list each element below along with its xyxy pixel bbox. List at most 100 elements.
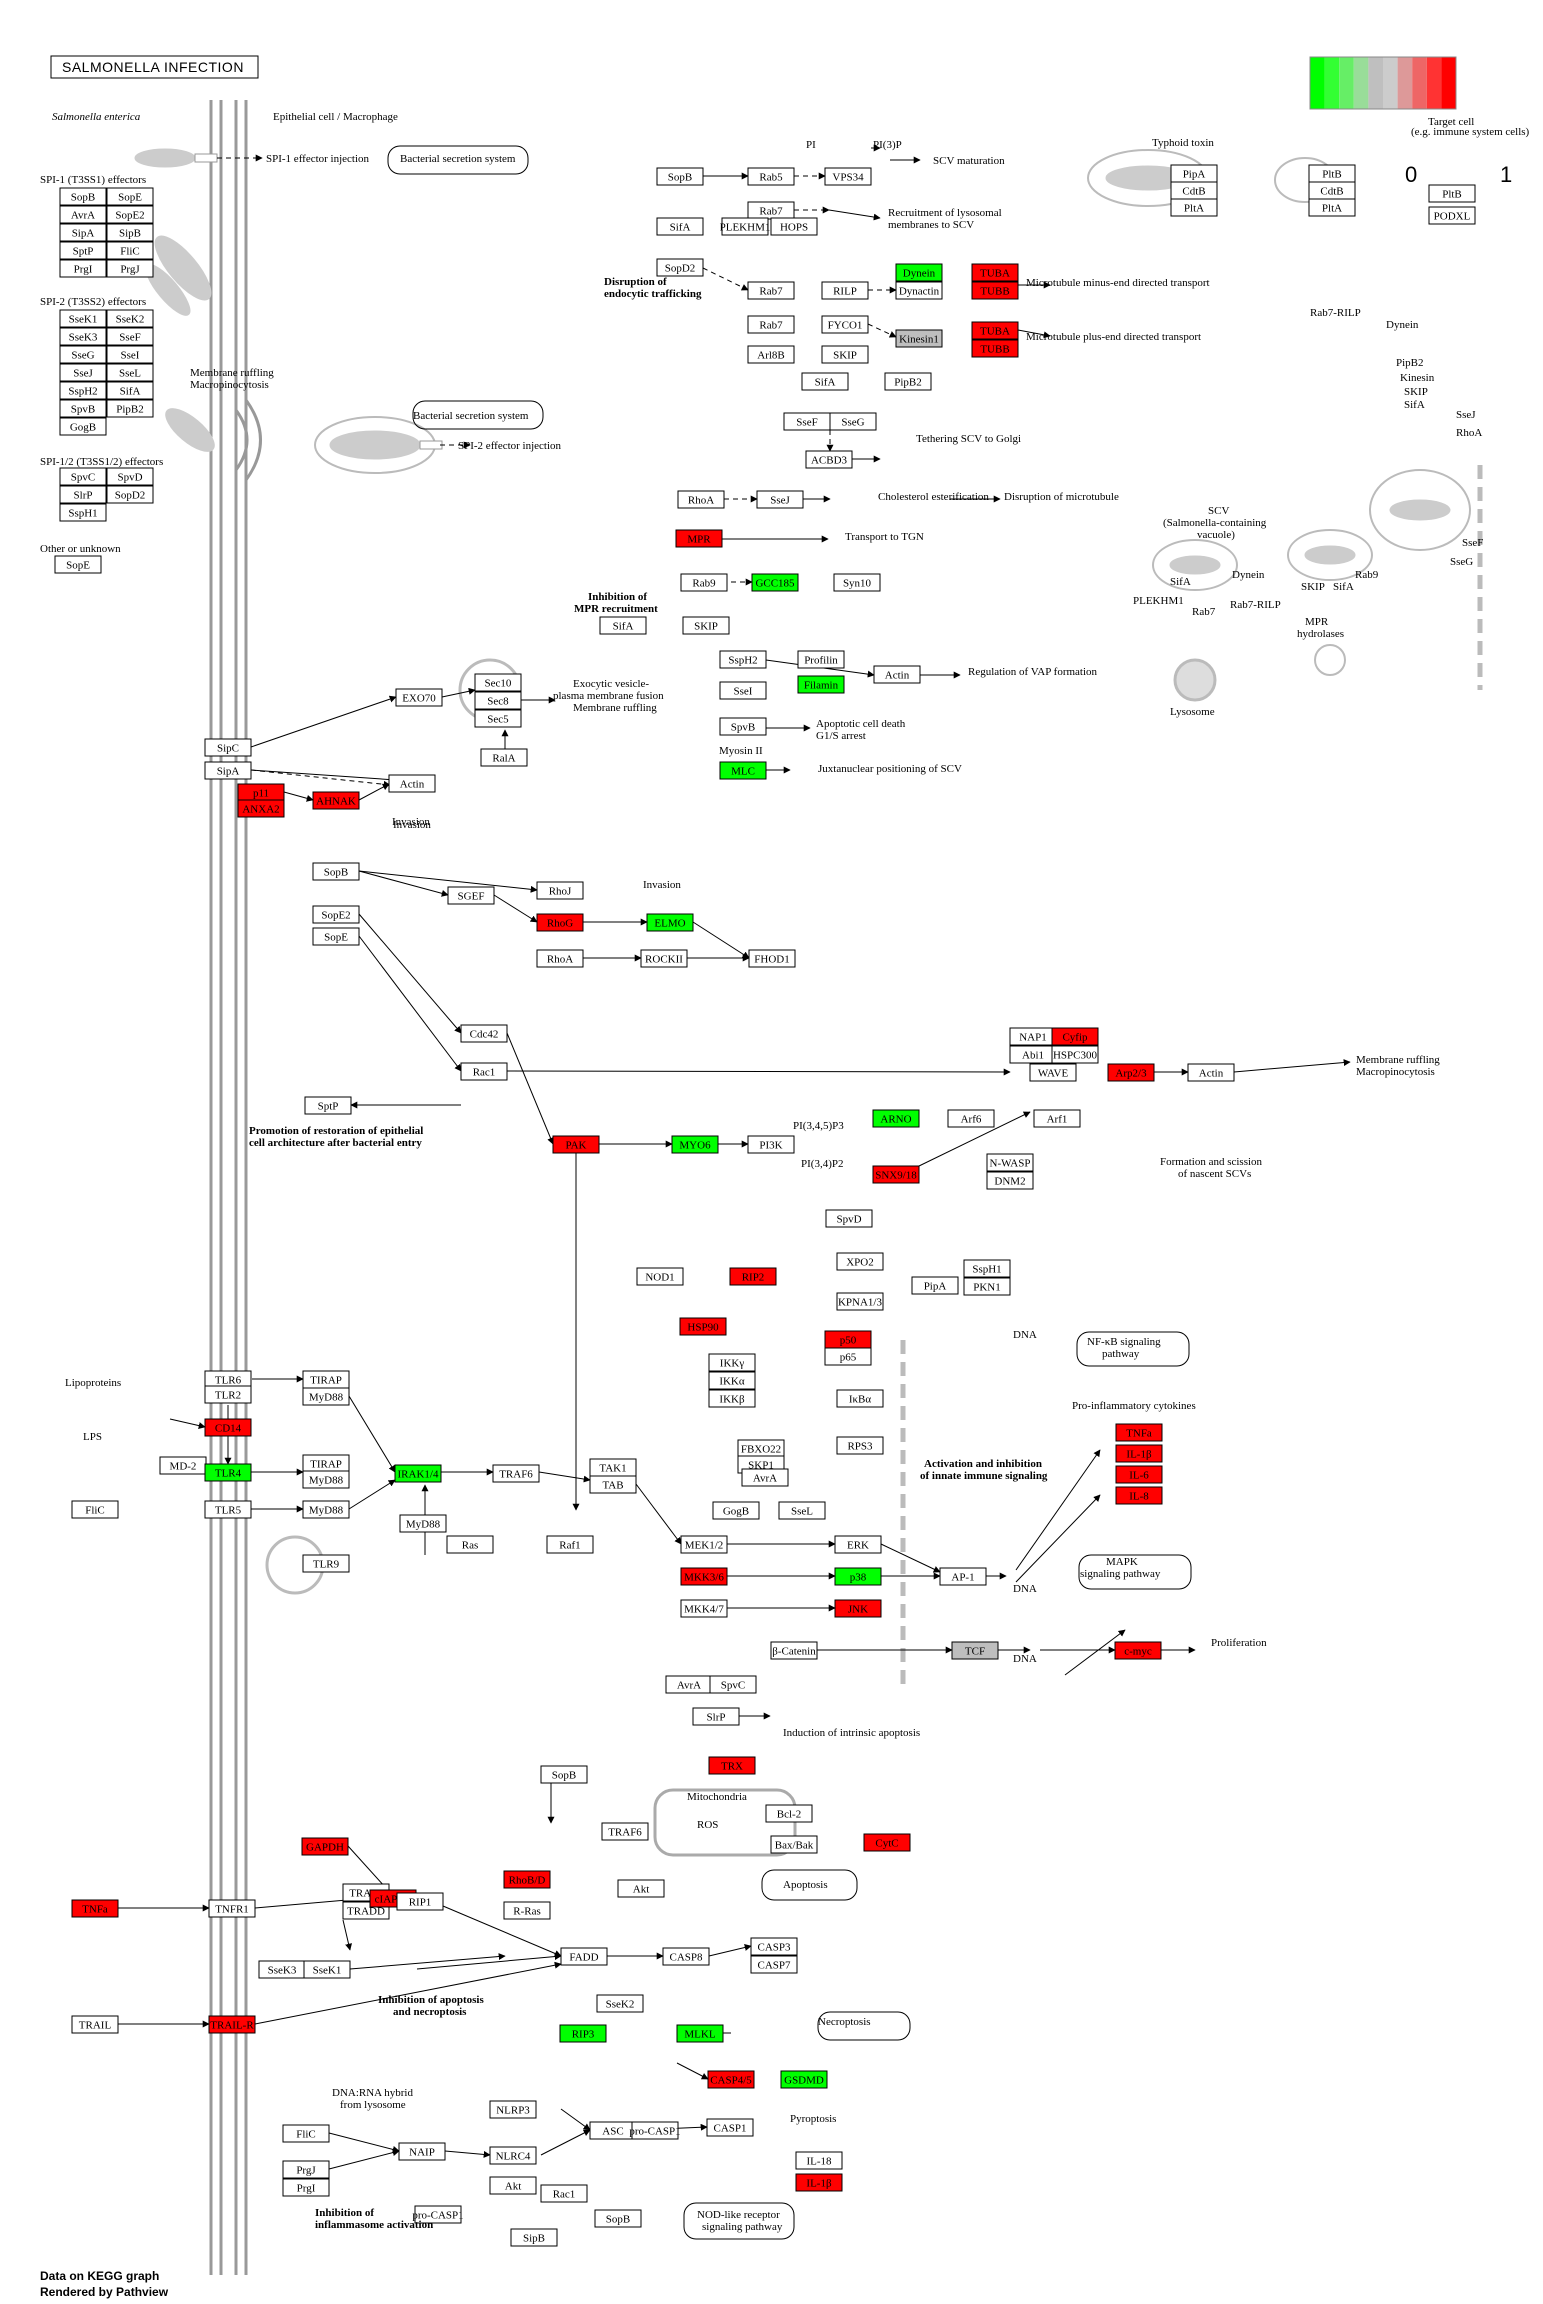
gene-node[interactable]: SspH1 xyxy=(963,1259,1011,1278)
gene-node[interactable]: FHOD1 xyxy=(748,949,796,968)
gene-node[interactable]: RhoG xyxy=(536,913,584,932)
gene-node[interactable]: SseG xyxy=(59,345,107,364)
gene-node[interactable]: p38 xyxy=(834,1567,882,1586)
gene-node[interactable]: HSP90 xyxy=(679,1317,727,1336)
gene-node[interactable]: β-Catenin xyxy=(770,1641,818,1660)
gene-node[interactable]: HOPS xyxy=(770,217,818,236)
gene-node[interactable]: GogB xyxy=(59,417,107,436)
gene-node[interactable]: SlrP xyxy=(692,1707,740,1726)
gene-node[interactable]: MD-2 xyxy=(159,1456,207,1475)
gene-node[interactable]: SspH1 xyxy=(59,503,107,522)
gene-node[interactable]: PKN1 xyxy=(963,1277,1011,1296)
gene-node[interactable]: SipC xyxy=(204,738,252,757)
gene-node[interactable]: IL-6 xyxy=(1115,1465,1163,1484)
gene-node[interactable]: EXO70 xyxy=(395,688,443,707)
gene-node[interactable]: SifA xyxy=(106,381,154,400)
gene-node[interactable]: IL-8 xyxy=(1115,1486,1163,1505)
gene-node[interactable]: FADD xyxy=(560,1947,608,1966)
gene-node[interactable]: SseL xyxy=(778,1501,826,1520)
gene-node[interactable]: SNX9/18 xyxy=(872,1165,920,1184)
gene-node[interactable]: SKIP xyxy=(682,616,730,635)
gene-node[interactable]: Rac1 xyxy=(460,1062,508,1081)
gene-node[interactable]: PipA xyxy=(911,1276,959,1295)
gene-node[interactable]: ANXA2 xyxy=(237,799,285,818)
gene-node[interactable]: PLEKHM1 xyxy=(720,217,771,236)
gene-node[interactable]: Rab5 xyxy=(747,167,795,186)
gene-node[interactable]: Raf1 xyxy=(546,1535,594,1554)
gene-node[interactable]: Akt xyxy=(489,2176,537,2195)
gene-node[interactable]: ASC xyxy=(589,2121,637,2140)
gene-node[interactable]: TUBB xyxy=(971,281,1019,300)
gene-node[interactable]: FliC xyxy=(282,2124,330,2143)
gene-node[interactable]: MLKL xyxy=(676,2024,724,2043)
gene-node[interactable]: TUBA xyxy=(971,263,1019,282)
gene-node[interactable]: ARNO xyxy=(872,1109,920,1128)
gene-node[interactable]: Actin xyxy=(1187,1063,1235,1082)
gene-node[interactable]: MyD88 xyxy=(302,1500,350,1519)
gene-node[interactable]: Arp2/3 xyxy=(1107,1063,1155,1082)
gene-node[interactable]: MYO6 xyxy=(671,1135,719,1154)
gene-node[interactable]: PltB xyxy=(1308,164,1356,183)
gene-node[interactable]: RalA xyxy=(480,748,528,767)
gene-node[interactable]: SopB xyxy=(594,2209,642,2228)
gene-node[interactable]: SopD2 xyxy=(656,258,704,277)
gene-node[interactable]: TNFR1 xyxy=(208,1899,256,1918)
gene-node[interactable]: Cdc42 xyxy=(460,1024,508,1043)
gene-node[interactable]: p11 xyxy=(237,783,285,802)
gene-node[interactable]: MyD88 xyxy=(399,1514,447,1533)
gene-node[interactable]: SseF xyxy=(106,327,154,346)
gene-node[interactable]: Rab7 xyxy=(747,201,795,220)
gene-node[interactable]: SseK1 xyxy=(303,1960,351,1979)
gene-node[interactable]: Actin xyxy=(873,665,921,684)
gene-node[interactable]: Arf6 xyxy=(947,1109,995,1128)
gene-node[interactable]: SopE2 xyxy=(106,205,154,224)
gene-node[interactable]: PrgI xyxy=(282,2178,330,2197)
gene-node[interactable]: SifA xyxy=(656,217,704,236)
gene-node[interactable]: pro-CASP1 xyxy=(629,2121,681,2140)
gene-node[interactable]: p50 xyxy=(824,1330,872,1349)
gene-node[interactable]: RPS3 xyxy=(836,1436,884,1455)
gene-node[interactable]: SGEF xyxy=(447,886,495,905)
gene-node[interactable]: Sec5 xyxy=(474,709,522,728)
gene-node[interactable]: SipB xyxy=(510,2228,558,2247)
gene-node[interactable]: MKK4/7 xyxy=(680,1599,728,1618)
gene-node[interactable]: Akt xyxy=(617,1879,665,1898)
gene-node[interactable]: PrgJ xyxy=(282,2160,330,2179)
gene-node[interactable]: SipA xyxy=(204,761,252,780)
gene-node[interactable]: GogB xyxy=(712,1501,760,1520)
gene-node[interactable]: AvrA xyxy=(665,1675,713,1694)
gene-node[interactable]: CytC xyxy=(863,1833,911,1852)
gene-node[interactable]: CdtB xyxy=(1170,181,1218,200)
pathway-ref-box[interactable] xyxy=(387,145,529,175)
gene-node[interactable]: SopD2 xyxy=(106,485,154,504)
gene-node[interactable]: CdtB xyxy=(1308,181,1356,200)
gene-node[interactable]: SseK2 xyxy=(106,309,154,328)
gene-node[interactable]: AvrA xyxy=(59,205,107,224)
gene-node[interactable]: IKKβ xyxy=(708,1389,756,1408)
gene-node[interactable]: c-myc xyxy=(1114,1641,1162,1660)
gene-node[interactable]: SKIP xyxy=(821,345,869,364)
gene-node[interactable]: SseG xyxy=(829,412,877,431)
gene-node[interactable]: RIP2 xyxy=(729,1267,777,1286)
gene-node[interactable]: SpvC xyxy=(59,467,107,486)
gene-node[interactable]: FliC xyxy=(106,241,154,260)
gene-node[interactable]: SopE2 xyxy=(312,905,360,924)
gene-node[interactable]: NAIP xyxy=(398,2142,446,2161)
gene-node[interactable]: SseI xyxy=(106,345,154,364)
gene-node[interactable]: RhoB/D xyxy=(503,1870,551,1889)
gene-node[interactable]: DNM2 xyxy=(986,1171,1034,1190)
gene-node[interactable]: TLR6 xyxy=(204,1370,252,1389)
gene-node[interactable]: Sec8 xyxy=(474,691,522,710)
gene-node[interactable]: RhoJ xyxy=(536,881,584,900)
gene-node[interactable]: PAK xyxy=(552,1135,600,1154)
gene-node[interactable]: SpvB xyxy=(59,399,107,418)
gene-node[interactable]: IκBα xyxy=(836,1389,884,1408)
gene-node[interactable]: SopE xyxy=(54,555,102,574)
gene-node[interactable]: CD14 xyxy=(204,1418,252,1437)
gene-node[interactable]: Bax/Bak xyxy=(770,1835,818,1854)
gene-node[interactable]: Dynein xyxy=(895,263,943,282)
gene-node[interactable]: IL-18 xyxy=(795,2151,843,2170)
gene-node[interactable]: N-WASP xyxy=(986,1153,1034,1172)
gene-node[interactable]: AHNAK xyxy=(312,791,360,810)
gene-node[interactable]: TUBB xyxy=(971,339,1019,358)
